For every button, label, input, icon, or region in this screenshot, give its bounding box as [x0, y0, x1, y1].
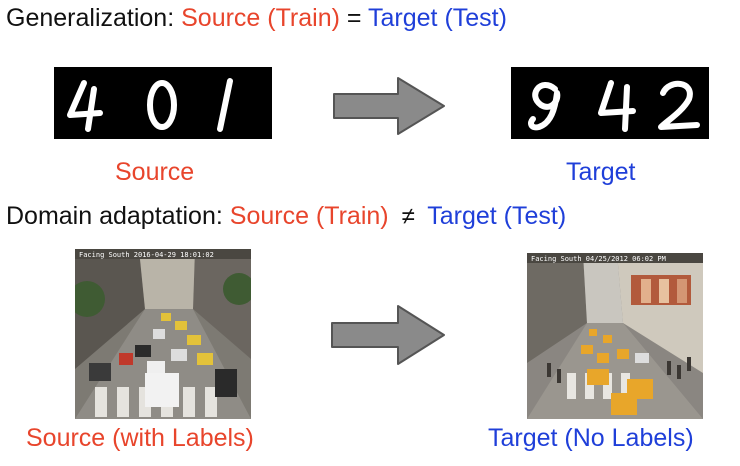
target-timestamp: Facing South 04/25/2012 06:02 PM: [531, 255, 666, 263]
source-digits-image: [67, 78, 233, 132]
target-caption: Target: [566, 158, 636, 186]
source-caption: Source: [115, 158, 195, 186]
generalization-label: Generalization:: [6, 4, 175, 32]
source-labels-caption: Source (with Labels): [26, 424, 254, 452]
domain-adaptation-line: Domain adaptation: Source (Train) ≠ Targ…: [6, 202, 566, 231]
right-arrow-icon: [331, 305, 445, 365]
generalization-line: Generalization: Source (Train) = Target …: [6, 4, 507, 33]
right-arrow-icon: [333, 77, 445, 135]
source-street-photo: Facing South 2016-04-29 18:01:02: [75, 249, 251, 419]
domain-adaptation-target: Target (Test): [427, 202, 567, 230]
generalization-operator: =: [346, 4, 362, 32]
not-equal-symbol: ≠: [401, 203, 415, 230]
target-street-photo: Facing South 04/25/2012 06:02 PM: [527, 253, 703, 419]
target-no-labels-caption: Target (No Labels): [488, 424, 694, 452]
domain-adaptation-label: Domain adaptation:: [6, 202, 223, 230]
target-digits-panel: [511, 67, 709, 139]
source-digits-panel: [54, 67, 272, 139]
domain-adaptation-source: Source (Train): [229, 202, 389, 230]
target-digits-image: [528, 80, 700, 132]
source-timestamp: Facing South 2016-04-29 18:01:02: [79, 251, 214, 259]
generalization-target: Target (Test): [368, 4, 507, 32]
generalization-source: Source (Train): [181, 4, 340, 32]
